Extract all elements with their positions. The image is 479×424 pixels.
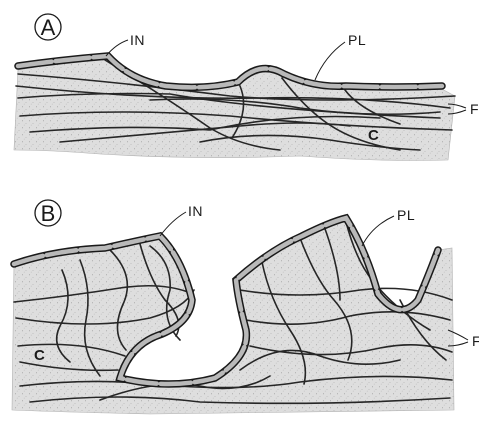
panel-a-label-in: IN xyxy=(130,32,145,48)
panel-b-label-in: IN xyxy=(188,203,203,219)
panel-a: A IN xyxy=(14,14,479,161)
panel-a-matrix xyxy=(14,58,455,161)
panel-b-letter: B xyxy=(41,201,56,226)
panel-b-label-c: C xyxy=(34,347,45,364)
panel-b-marker: B xyxy=(35,200,61,226)
panel-a-label-c: C xyxy=(368,127,379,144)
panel-b: B xyxy=(12,200,479,414)
panel-a-label-f: F xyxy=(470,101,479,117)
panel-a-label-pl: PL xyxy=(348,32,366,48)
panel-a-letter: A xyxy=(41,15,56,40)
panel-b-label-f: F xyxy=(472,333,479,349)
panel-b-label-pl: PL xyxy=(397,207,415,223)
panel-a-marker: A xyxy=(35,14,61,40)
